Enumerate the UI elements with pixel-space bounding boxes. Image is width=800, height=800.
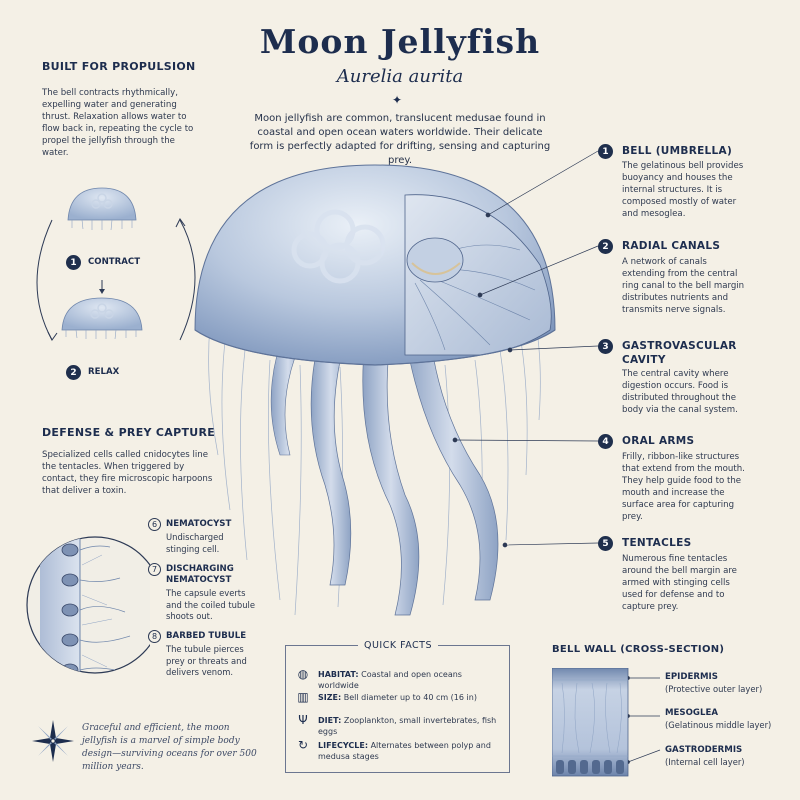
propulsion-cycle-illustration (36, 187, 196, 341)
scientific-name: Aurelia aurita (336, 66, 464, 87)
step-number-2: 2 (66, 365, 81, 380)
anatomy-number-5: 5 (598, 536, 613, 551)
radial-canals-title: RADIAL CANALS (622, 240, 721, 252)
propulsion-heading: BUILT FOR PROPULSION (42, 60, 196, 73)
cycle-icon: ↻ (297, 738, 309, 752)
tentacle-cross-section-illustration (26, 536, 150, 674)
callout-number-8: 8 (148, 630, 161, 643)
bell-wall-heading: BELL WALL (CROSS-SECTION) (552, 644, 725, 655)
step-label-relax: RELAX (88, 367, 120, 377)
nematocyst-title: NEMATOCYST (166, 519, 232, 529)
utensils-icon: Ψ (298, 713, 308, 727)
tentacles-text: Numerous fine tentacles around the bell … (622, 554, 737, 612)
discharging-nematocyst-text: The capsule everts and the coiled tubule… (166, 588, 256, 621)
nematocyst-text: Undischarged stinging cell. (166, 532, 224, 554)
bell-umbrella-title: BELL (UMBRELLA) (622, 145, 733, 157)
cycle-arrow-left (36, 219, 53, 341)
cycle-arrow-right (179, 219, 196, 341)
mesoglea-title: MESOGLEA (665, 708, 718, 718)
discharging-nematocyst-title: DISCHARGING NEMATOCYST (166, 564, 234, 585)
propulsion-text: The bell contracts rhythmically, expelli… (42, 88, 194, 158)
anatomy-number-3: 3 (598, 339, 613, 354)
compass-rose-icon (32, 720, 74, 762)
defense-text: Specialized cells called cnidocytes line… (42, 450, 213, 496)
quick-facts-panel (285, 645, 510, 773)
tentacle-strands (208, 319, 541, 616)
callout-number-6: 6 (148, 518, 161, 531)
anatomy-number-1: 1 (598, 144, 613, 159)
relaxed-jellyfish-icon (61, 297, 143, 340)
gonad-rings (291, 209, 386, 284)
closing-quote: Graceful and efficient, the moon jellyfi… (82, 723, 257, 772)
fact-lifecycle: LIFECYCLE: Alternates between polyp and … (318, 741, 491, 761)
star-ornament-icon: ✦ (392, 93, 403, 107)
defense-heading: DEFENSE & PREY CAPTURE (42, 426, 216, 439)
epidermis-title: EPIDERMIS (665, 672, 718, 682)
contracted-jellyfish-icon (67, 187, 137, 231)
anatomy-number-4: 4 (598, 434, 613, 449)
epidermis-text: (Protective outer layer) (665, 684, 763, 694)
gastrodermis-text: (Internal cell layer) (665, 757, 745, 767)
oral-arms-text: Frilly, ribbon-like structures that exte… (622, 452, 745, 522)
radial-canals-text: A network of canals extending from the c… (622, 257, 745, 315)
step-number-1: 1 (66, 255, 81, 270)
bell-umbrella-text: The gelatinous bell provides buoyancy an… (622, 161, 744, 219)
bell-wall-cross-section-illustration (552, 668, 629, 777)
intro-text: Moon jellyfish are common, translucent m… (249, 113, 551, 166)
gastrodermis-title: GASTRODERMIS (665, 745, 743, 755)
fact-diet: DIET: Zooplankton, small invertebrates, … (318, 716, 497, 736)
globe-icon: ◍ (297, 667, 309, 681)
anatomy-number-2: 2 (598, 239, 613, 254)
fact-size: SIZE: Bell diameter up to 40 cm (16 in) (318, 693, 477, 702)
gastrovascular-cavity-title: GASTROVASCULAR CAVITY (622, 340, 737, 366)
bell-wall-leaders (628, 676, 661, 764)
quick-facts-heading: QUICK FACTS (358, 640, 438, 651)
barbed-tubule-title: BARBED TUBULE (166, 631, 247, 641)
gastrovascular-cavity-text: The central cavity where digestion occur… (622, 369, 738, 415)
step-label-contract: CONTRACT (88, 257, 141, 267)
barbed-tubule-text: The tubule pierces prey or threats and d… (166, 644, 247, 677)
tentacles-title: TENTACLES (622, 537, 692, 549)
callout-number-7: 7 (148, 563, 161, 576)
oral-arms (270, 329, 499, 616)
oral-arms-title: ORAL ARMS (622, 435, 695, 447)
mesoglea-text: (Gelatinous middle layer) (665, 720, 772, 730)
fact-habitat: HABITAT: Coastal and open oceans worldwi… (318, 670, 462, 690)
ruler-icon: ▥ (297, 690, 309, 704)
moon-jellyfish-illustration (194, 164, 556, 616)
page-title: Moon Jellyfish (259, 22, 541, 61)
